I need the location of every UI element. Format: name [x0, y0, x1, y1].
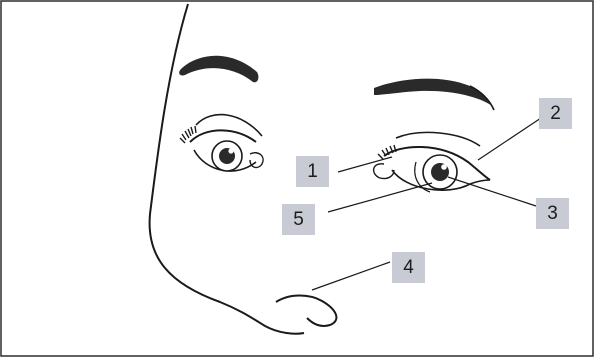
callout-3: 3	[536, 198, 569, 229]
callout-1: 1	[296, 156, 329, 187]
callout-5: 5	[282, 204, 315, 235]
callout-2: 2	[539, 98, 572, 129]
right-eye-highlight	[441, 164, 447, 170]
callout-4: 4	[392, 252, 425, 283]
left-eye-highlight	[228, 148, 233, 153]
